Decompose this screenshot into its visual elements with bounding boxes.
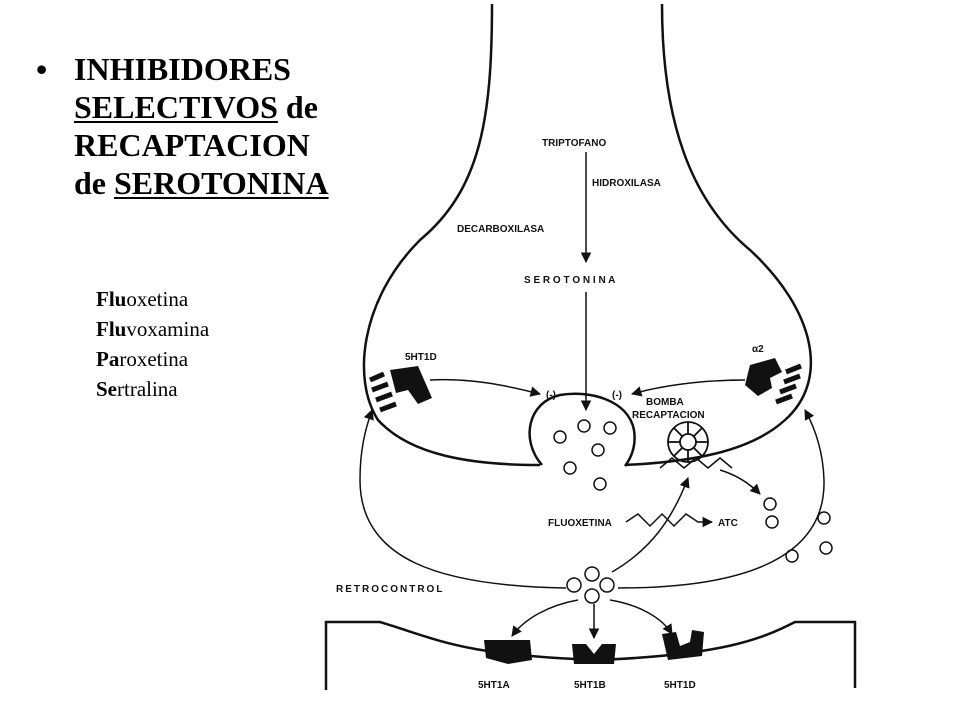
arrow-retrocontrol-right [617,409,825,589]
receptor-5ht1d-pre-icon [369,366,432,413]
arrow-retrocontrol-left [359,409,567,589]
label-atc: ATC [718,518,738,529]
label-serotonina: S E R O T O N I N A [524,275,615,286]
receptor-5ht1d-post-icon [662,630,704,660]
arrow-to-5ht1d [609,599,673,635]
arrow-alpha2-inhibition [630,379,746,397]
arrow-to-atc-target [719,469,761,495]
receptor-5ht1a-icon [484,640,532,664]
receptor-alpha2-icon [745,358,802,405]
label-5ht1d-pre: 5HT1D [405,352,437,363]
receptor-5ht1b-icon [572,644,616,664]
drug-item: Sertralina [96,377,178,401]
presynaptic-membrane [362,3,541,467]
title-line-4: de SEROTONINA [74,164,329,202]
label-fluoxetina: FLUOXETINA [548,518,612,529]
label-retrocontrol: RETROCONTROL [336,584,444,595]
serotonin-molecules [553,419,833,604]
label-decarboxilasa: DECARBOXILASA [457,224,544,235]
title-serotonina: SEROTONINA [114,165,329,201]
bullet: • [36,51,48,87]
title-selectivos: SELECTIVOS [74,89,278,125]
label-recaptacion: RECAPTACION [632,410,705,421]
label-bomba: BOMBA [646,397,684,408]
label-alpha2: α2 [752,344,764,355]
presynaptic-membrane-right [624,3,813,467]
label-minus-left: (-) [546,390,556,401]
label-5ht1b: 5HT1B [574,680,606,691]
drug-list: Fluoxetina Fluvoxamina Paroxetina Sertra… [96,284,209,404]
label-hidroxilasa: HIDROXILASA [592,178,661,189]
title-de-2: de [74,165,106,201]
title-line-2: SELECTIVOS de [74,88,329,126]
title-line-1: INHIBIDORES [74,51,291,87]
title-de-1: de [285,89,318,125]
zigzag-blocked-pump [659,457,733,469]
drug-item: Fluvoxamina [96,317,210,341]
arrow-to-5ht1a [511,599,579,637]
arrow-5ht1d-inhibition [429,378,542,397]
label-5ht1d-post: 5HT1D [664,680,696,691]
reuptake-pump-icon [667,421,709,463]
release-vesicle [528,392,636,467]
arrow-fluoxetina-pump [611,477,690,573]
label-minus-right: (-) [612,390,622,401]
label-triptofano: TRIPTOFANO [542,138,606,149]
label-5ht1a: 5HT1A [478,680,510,691]
drug-item: Fluoxetina [96,287,189,311]
title-line-3: RECAPTACION [74,127,310,163]
drug-item: Paroxetina [96,347,189,371]
